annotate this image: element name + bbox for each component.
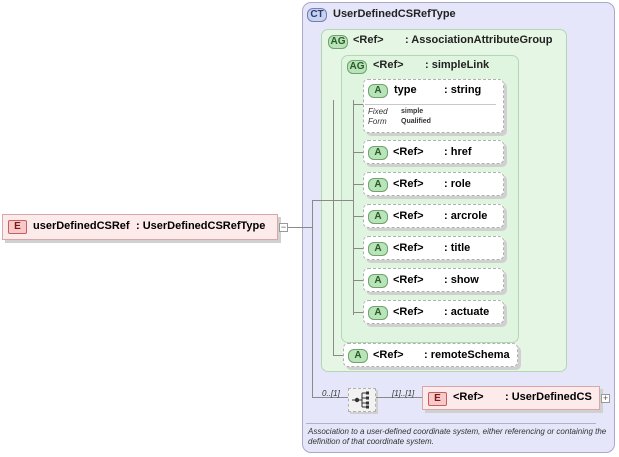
attribute-href-badge: A bbox=[368, 146, 388, 160]
group-to-inner bbox=[333, 200, 354, 201]
form-value: Qualified bbox=[401, 118, 431, 125]
attribute-actuate-name: : actuate bbox=[444, 306, 490, 318]
child-element-name: : UserDefinedCS bbox=[505, 391, 592, 403]
attribute-role-box bbox=[363, 172, 504, 196]
child-expand-icon[interactable]: + bbox=[601, 393, 610, 403]
child-element-box[interactable] bbox=[422, 386, 600, 410]
attribute-type-badge: A bbox=[368, 84, 388, 98]
attribute-group-inner-name: : simpleLink bbox=[425, 59, 490, 71]
root-element-type: : UserDefinedCSRefType bbox=[136, 220, 266, 232]
attribute-show-ref: <Ref> bbox=[393, 274, 424, 286]
attribute-remote-schema-ref: <Ref> bbox=[373, 349, 404, 361]
inner-group-connector bbox=[353, 100, 354, 315]
form-label: Form bbox=[368, 117, 387, 126]
connector-type bbox=[353, 104, 363, 105]
sequence-icon bbox=[352, 391, 369, 409]
connector-title bbox=[353, 248, 363, 249]
fixed-label: Fixed bbox=[368, 107, 388, 116]
attribute-arcrole-name: : arcrole bbox=[444, 210, 488, 222]
attribute-actuate-ref: <Ref> bbox=[393, 306, 424, 318]
attribute-show-badge: A bbox=[368, 274, 388, 288]
child-element-badge: E bbox=[428, 392, 447, 406]
child-element-ref: <Ref> bbox=[453, 391, 484, 403]
attribute-group-ref: <Ref> bbox=[353, 34, 384, 46]
trunk-connector bbox=[312, 200, 313, 397]
outer-group-connector bbox=[333, 100, 334, 356]
connector-remote-schema bbox=[333, 355, 343, 356]
sequence-to-element bbox=[376, 397, 422, 398]
root-connector bbox=[288, 227, 312, 228]
connector-actuate bbox=[353, 312, 363, 313]
attribute-href-name: : href bbox=[444, 146, 472, 158]
trunk-to-sequence bbox=[312, 397, 348, 398]
attribute-type-name: type bbox=[394, 84, 417, 96]
connector-role bbox=[353, 184, 363, 185]
sequence-compositor[interactable] bbox=[348, 388, 376, 412]
attribute-remote-schema-box bbox=[343, 343, 518, 367]
connector-show bbox=[353, 280, 363, 281]
attribute-title-name: : title bbox=[444, 242, 471, 254]
attribute-role-ref: <Ref> bbox=[393, 178, 424, 190]
connector-arcrole bbox=[353, 216, 363, 217]
root-element-name: userDefinedCSRef bbox=[33, 220, 130, 232]
root-element-badge: E bbox=[8, 220, 27, 234]
sequence-occurrence: 0..[1] bbox=[322, 389, 340, 398]
fixed-value: simple bbox=[401, 108, 424, 115]
attribute-title-ref: <Ref> bbox=[393, 242, 424, 254]
connector-href bbox=[353, 152, 363, 153]
trunk-to-group bbox=[312, 200, 333, 201]
attribute-remote-schema-name: : remoteSchema bbox=[424, 349, 510, 361]
attribute-group-inner-ref: <Ref> bbox=[373, 59, 404, 71]
complex-type-name: UserDefinedCSRefType bbox=[333, 8, 456, 20]
attribute-arcrole-ref: <Ref> bbox=[393, 210, 424, 222]
attribute-type-divider bbox=[365, 104, 496, 105]
documentation-divider bbox=[306, 423, 596, 424]
attribute-show-name: : show bbox=[444, 274, 479, 286]
complex-type-badge: CT bbox=[307, 8, 327, 22]
attribute-group-inner-badge: AG bbox=[347, 60, 367, 74]
attribute-role-badge: A bbox=[368, 178, 388, 192]
child-element-occurrence: [1]..[1] bbox=[392, 389, 415, 398]
attribute-href-ref: <Ref> bbox=[393, 146, 424, 158]
root-element-box[interactable] bbox=[2, 214, 278, 240]
attribute-show-box bbox=[363, 268, 504, 292]
attribute-title-badge: A bbox=[368, 242, 388, 256]
documentation-text: Association to a user-defined coordinate… bbox=[308, 427, 607, 446]
attribute-role-name: : role bbox=[444, 178, 471, 190]
root-expand-icon[interactable]: − bbox=[279, 222, 288, 232]
attribute-group-name: : AssociationAttributeGroup bbox=[405, 34, 553, 46]
attribute-actuate-badge: A bbox=[368, 306, 388, 320]
attribute-arcrole-badge: A bbox=[368, 210, 388, 224]
attribute-type-type: : string bbox=[444, 84, 482, 96]
attribute-group-badge: AG bbox=[328, 35, 348, 49]
attribute-remote-schema-badge: A bbox=[348, 349, 368, 363]
